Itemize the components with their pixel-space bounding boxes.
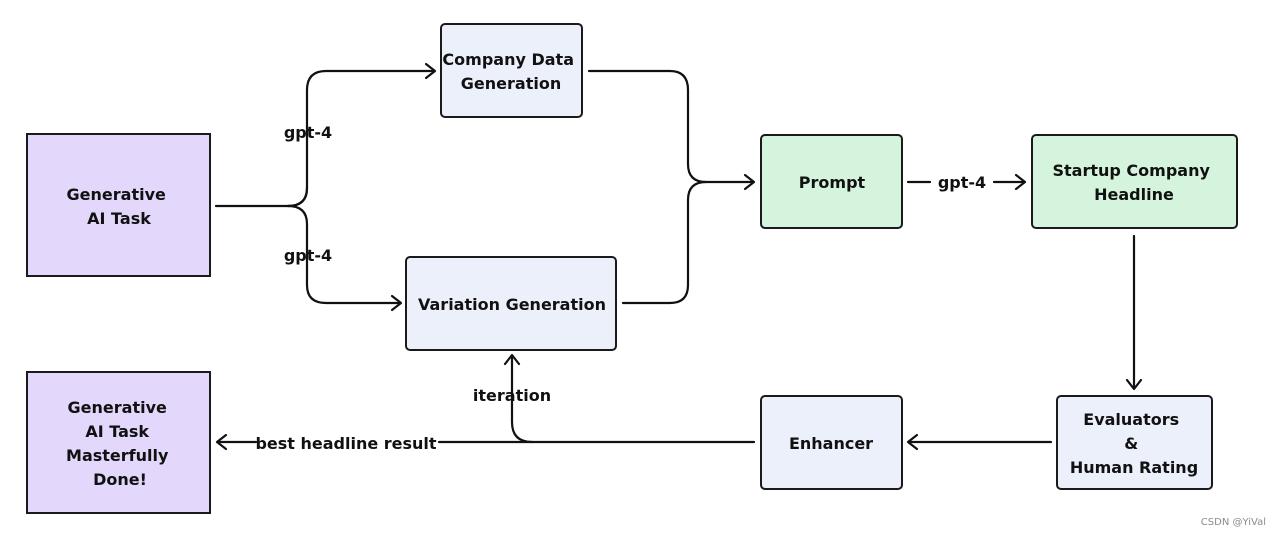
- arrowhead-evaluators: [1125, 378, 1143, 391]
- node-company-data-label: Company Data Generation: [442, 50, 579, 93]
- arrowhead-prompt: [743, 173, 756, 191]
- edge-label-gpt4-lower: gpt-4: [284, 246, 332, 265]
- edge-label-best-result: best headline result: [255, 434, 436, 453]
- connector-variation-to-prompt: [621, 180, 708, 305]
- node-headline: Startup Company Headline: [1031, 134, 1238, 229]
- node-prompt: Prompt: [760, 134, 903, 229]
- watermark: CSDN @YiVal: [1200, 517, 1266, 528]
- node-prompt-label: Prompt: [799, 173, 866, 192]
- node-generative-task-box: [26, 133, 211, 277]
- connector-to-variation: [286, 204, 402, 305]
- connectors: [214, 62, 1143, 451]
- edge-label-gpt4-upper: gpt-4: [284, 123, 332, 142]
- node-variation-box: [405, 256, 617, 351]
- node-headline-label: Startup Company Headline: [1053, 161, 1216, 204]
- node-variation-label: Variation Generation: [418, 295, 606, 314]
- node-generative-task-label: Generative AI Task: [67, 185, 172, 228]
- arrowhead-company-data: [424, 62, 437, 80]
- connector-to-company-data: [286, 69, 436, 208]
- edge-label-gpt4-prompt: gpt-4: [938, 173, 986, 192]
- node-enhancer: Enhancer: [760, 395, 903, 490]
- arrowhead-variation: [390, 294, 403, 312]
- node-evaluators-box: [1056, 395, 1213, 490]
- arrowhead-done: [215, 433, 228, 451]
- node-enhancer-box: [760, 395, 903, 490]
- node-done: Generative AI Task Masterfully Done!: [26, 371, 211, 514]
- node-variation: Variation Generation: [405, 256, 617, 351]
- node-generative-task: Generative AI Task: [26, 133, 211, 277]
- edge-label-iteration: iteration: [473, 386, 551, 405]
- node-prompt-box: [760, 134, 903, 229]
- node-done-label: Generative AI Task Masterfully Done!: [66, 398, 174, 489]
- node-evaluators: Evaluators & Human Rating: [1056, 395, 1213, 490]
- connector-company-data-to-prompt: [587, 69, 755, 184]
- node-enhancer-label: Enhancer: [789, 434, 873, 453]
- arrowhead-headline: [1014, 173, 1027, 191]
- node-company-data: Company Data Generation: [440, 23, 583, 118]
- node-evaluators-label: Evaluators & Human Rating: [1070, 410, 1198, 477]
- connector-iteration: [510, 356, 534, 444]
- node-company-data-box: [440, 23, 583, 118]
- connector-task-to-branch: [214, 186, 309, 208]
- node-headline-box: [1031, 134, 1238, 229]
- node-done-box: [26, 371, 211, 514]
- arrowhead-enhancer: [906, 433, 919, 451]
- arrowhead-iteration: [503, 353, 521, 366]
